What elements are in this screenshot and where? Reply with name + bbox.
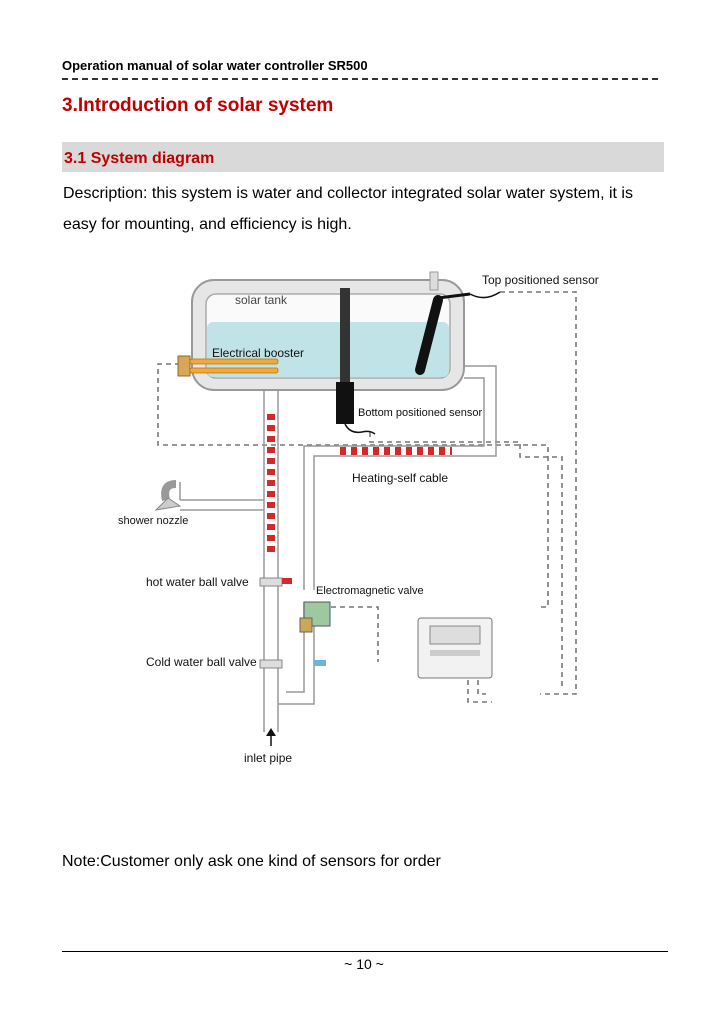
controller-unit [417,617,493,679]
manual-header-title: Operation manual of solar water controll… [62,58,368,73]
shower-nozzle [154,480,182,511]
electrical-booster-label: Electrical booster [212,346,304,360]
inlet-pipe-label: inlet pipe [244,751,292,765]
hot-water-valve [259,577,292,587]
top-sensor [415,291,501,375]
shower-nozzle-label: shower nozzle [118,515,188,527]
inlet-arrow-icon [266,728,276,746]
header-divider [62,78,658,80]
heating-cable-label: Heating-self cable [352,471,448,485]
section-title: 3.Introduction of solar system [62,95,334,116]
hot-water-valve-label: hot water ball valve [146,575,249,589]
solar-tank-label: solar tank [235,293,288,307]
description-paragraph: Description: this system is water and co… [63,185,633,233]
electromagnetic-valve [299,601,331,633]
solar-system-diagram: solar tank Electrical booster Bottom pos… [118,271,599,765]
top-sensor-label: Top positioned sensor [482,273,599,287]
water-pipes [179,365,497,732]
control-wires [157,291,577,703]
order-note: Note:Customer only ask one kind of senso… [62,853,441,870]
subsection-bar [62,142,664,172]
electrical-booster [177,355,279,377]
cold-water-valve [259,659,326,669]
subsection-title: 3.1 System diagram [64,150,215,167]
cold-water-valve-label: Cold water ball valve [146,655,257,669]
page-number: ~ 10 ~ [344,956,384,972]
electromagnetic-valve-label: Electromagnetic valve [316,585,424,597]
bottom-sensor-label: Bottom positioned sensor [358,407,482,419]
solar-tank [191,271,465,391]
heating-cable [267,414,452,552]
bottom-sensor [336,288,376,435]
footer-divider [62,951,668,952]
